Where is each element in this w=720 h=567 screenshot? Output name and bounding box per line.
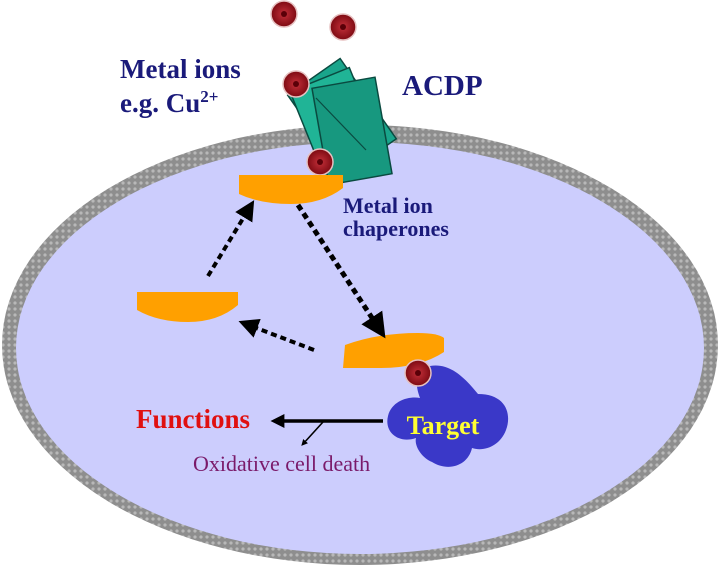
ion-icon xyxy=(270,0,298,28)
functions-label: Functions xyxy=(136,404,250,434)
acdp-transporter-icon xyxy=(286,57,398,186)
ion-icon xyxy=(404,359,432,387)
oxidative-arrow-icon xyxy=(301,421,324,446)
oxidative-label: Oxidative cell death xyxy=(193,451,370,476)
metal-ions-example-label: e.g. Cu2+ xyxy=(120,87,218,118)
ion-icon xyxy=(329,13,357,41)
chaperone-icon xyxy=(343,333,444,368)
chaperones-label-line1: Metal ion xyxy=(343,193,433,218)
dashed-arrow-icon xyxy=(295,203,386,339)
ion-icon xyxy=(282,70,310,98)
dashed-arrow-icon xyxy=(206,200,255,278)
chaperone-icon xyxy=(137,292,238,322)
metal-ions-label: Metal ions xyxy=(120,54,241,84)
chaperone-icon xyxy=(239,175,343,204)
target-label: Target xyxy=(407,411,480,440)
ion-icon xyxy=(306,148,334,176)
target-icon xyxy=(387,365,509,467)
chaperones-label-line2: chaperones xyxy=(343,216,449,241)
dashed-arrow-icon xyxy=(238,318,315,352)
acdp-label: ACDP xyxy=(402,70,483,102)
